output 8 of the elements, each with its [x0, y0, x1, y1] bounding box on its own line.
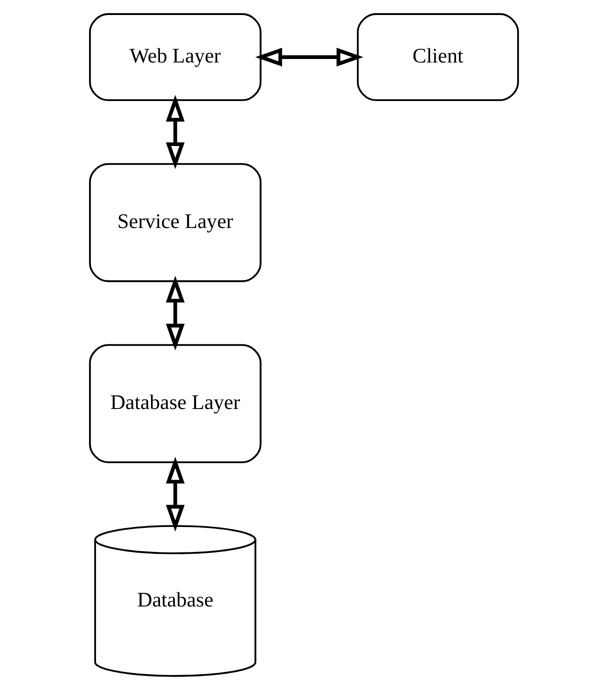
arrow — [166, 94, 185, 170]
node-box: Web Layer — [89, 13, 262, 102]
node-box: Client — [356, 13, 519, 102]
arrow — [166, 276, 185, 351]
arrow — [166, 456, 185, 532]
arrow — [255, 48, 364, 66]
node-box: Database Layer — [89, 344, 262, 464]
node-box: Service Layer — [89, 163, 262, 282]
